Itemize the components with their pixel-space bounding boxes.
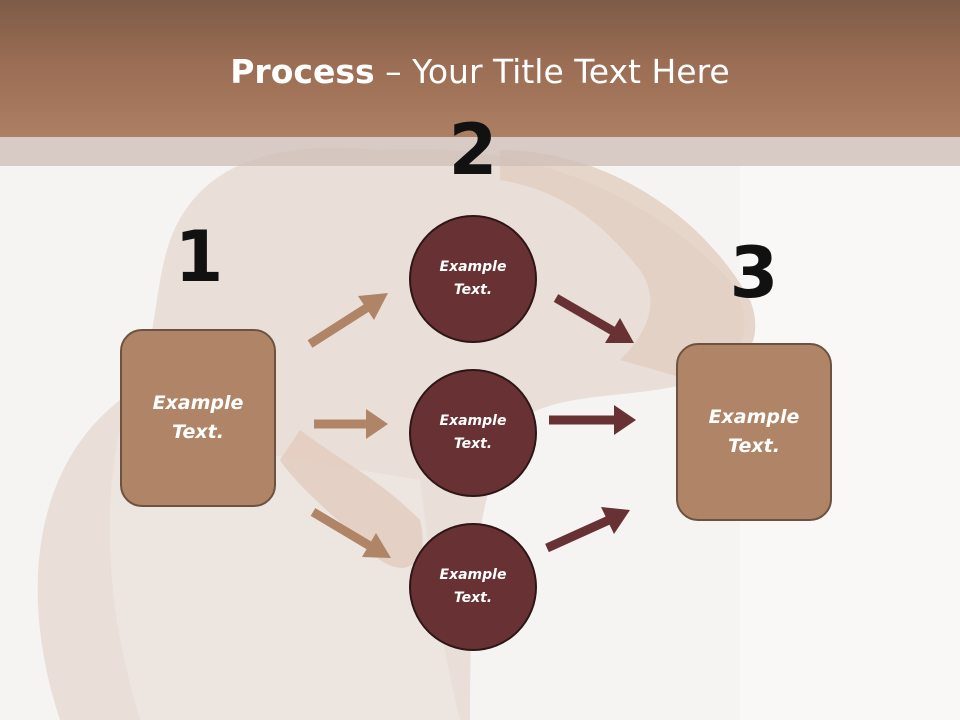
arrow-down-right-light [310,508,391,558]
arrow-up-right-light [307,293,388,348]
slide-title: Process – Your Title Text Here [0,52,960,91]
step-number-3: 3 [729,232,779,314]
step-1-box: Example Text. [120,329,276,507]
step-number-1: 1 [174,216,224,298]
header-bar [0,0,960,137]
arrow-right-light [314,409,388,439]
step-3-box: Example Text. [676,343,832,521]
arrow-up-right-dark [545,507,630,553]
title-bold: Process [230,52,375,91]
arrow-right-dark [549,405,636,435]
step-2-circle-top: Example Text. [409,215,537,343]
arrow-down-right-dark [553,294,634,343]
step-2-circle-bottom: Example Text. [409,523,537,651]
title-rest: – Your Title Text Here [374,52,730,91]
step-number-2: 2 [448,109,498,191]
step-2-circle-middle: Example Text. [409,369,537,497]
header-band [0,137,960,166]
